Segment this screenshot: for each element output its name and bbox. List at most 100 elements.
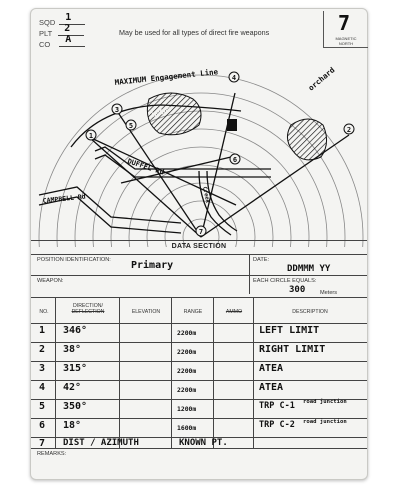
duffel-road <box>94 146 271 170</box>
divider <box>31 448 367 449</box>
sector-line <box>88 136 237 206</box>
north-arrow-icon: 7 <box>338 11 351 35</box>
row-direction: 346° <box>63 325 88 336</box>
row-range: 2200m <box>177 367 197 375</box>
col-no: NO. <box>39 309 49 315</box>
point-label-6: 6 <box>233 156 237 164</box>
row-description: TRP C-2 <box>259 420 295 430</box>
divider <box>31 380 367 381</box>
range-ring <box>38 74 364 247</box>
row-no: 6 <box>39 420 46 431</box>
col-direction: DIRECTION/ DEFLECTION <box>71 303 105 315</box>
divider <box>31 418 367 419</box>
row-no: 4 <box>39 382 46 393</box>
point-label-4: 4 <box>232 74 236 82</box>
col-description: DESCRIPTION <box>292 309 328 315</box>
divider <box>31 342 367 343</box>
sector-sketch: 1 2 3 4 5 6 7 MAXIMUM Engagement Line WO… <box>38 65 364 247</box>
col-range: RANGE <box>183 309 203 315</box>
row-description: ATEA <box>259 382 284 393</box>
row-direction: 18° <box>63 420 82 431</box>
row-description: LEFT LIMIT <box>259 325 320 336</box>
building-icon <box>227 119 237 131</box>
row-range: 2200m <box>177 348 197 356</box>
row-note: road junction <box>303 399 347 405</box>
range-ring <box>182 218 220 247</box>
divider <box>31 361 367 362</box>
row-range: 1600m <box>177 424 197 432</box>
divider <box>31 323 367 324</box>
row-direction: 38° <box>63 344 82 355</box>
range-ring <box>164 200 238 247</box>
weapon-label: WEAPON: <box>37 278 64 284</box>
col-ammo: AMMO <box>225 309 243 315</box>
point-marker <box>228 71 240 83</box>
row-no: 7 <box>39 438 46 449</box>
row-range: KNOWN PT. <box>179 438 228 448</box>
orchard-area <box>287 118 327 161</box>
row-direction: DIST / AZIMUTH <box>63 438 139 448</box>
position-id-label: POSITION IDENTIFICATION: <box>37 257 111 263</box>
point-marker <box>125 119 137 131</box>
row-description: ATEA <box>259 363 284 374</box>
row-direction: 42° <box>63 382 82 393</box>
divider <box>31 240 367 241</box>
range-ring <box>92 128 310 247</box>
north-label: MAGNETIC NORTH <box>335 36 357 46</box>
divider <box>31 254 367 255</box>
header-note: May be used for all types of direct fire… <box>119 28 270 37</box>
point-label-2: 2 <box>347 126 351 134</box>
remarks-label: REMARKS: <box>37 451 67 457</box>
position-id-value: Primary <box>131 260 174 271</box>
left-limit-line <box>88 136 202 238</box>
row-range: 1200m <box>177 405 197 413</box>
creek-label: Creek <box>201 186 210 204</box>
circle-equals-label: EACH CIRCLE EQUALS: <box>253 278 317 284</box>
creek <box>206 170 238 232</box>
co-value: A <box>65 34 72 45</box>
data-section-title: DATA SECTION <box>171 243 227 250</box>
row-no: 2 <box>39 344 46 355</box>
duffel-road <box>94 154 271 178</box>
divider <box>253 297 254 448</box>
divider <box>119 297 120 448</box>
range-ring <box>56 92 346 247</box>
row-direction: 350° <box>63 401 88 412</box>
point-marker <box>195 225 207 237</box>
campbell-road <box>38 196 182 234</box>
point-marker <box>85 129 97 141</box>
row-description: TRP C-1 <box>259 401 295 411</box>
divider <box>249 254 250 294</box>
row-direction: 315° <box>63 363 88 374</box>
col-elevation: ELEVATION <box>131 309 161 315</box>
point-label-3: 3 <box>115 106 119 114</box>
point-label-7: 7 <box>199 228 203 236</box>
creek <box>198 170 232 236</box>
circle-equals-value: 300 <box>289 285 306 295</box>
sqd-value: 1 <box>65 12 72 23</box>
divider <box>171 297 172 448</box>
woods-area <box>146 92 202 136</box>
point-label-5: 5 <box>129 122 133 130</box>
row-note: road junction <box>303 419 347 425</box>
divider <box>31 399 367 400</box>
divider <box>213 297 214 448</box>
row-no: 3 <box>39 363 46 374</box>
row-no: 1 <box>39 325 46 336</box>
point-label-1: 1 <box>89 132 93 140</box>
range-ring <box>128 164 274 247</box>
date-value: DDMMM YY <box>287 264 331 274</box>
point-marker <box>343 123 355 135</box>
row-range: 2200m <box>177 329 197 337</box>
date-label: DATE: <box>253 257 270 263</box>
point-marker <box>111 103 123 115</box>
magnetic-north-box: 7 MAGNETIC NORTH <box>323 11 368 48</box>
orchard-label: orchard <box>307 65 337 92</box>
range-ring <box>110 146 292 247</box>
campbell-road <box>38 186 182 224</box>
row-range: 2200m <box>177 386 197 394</box>
